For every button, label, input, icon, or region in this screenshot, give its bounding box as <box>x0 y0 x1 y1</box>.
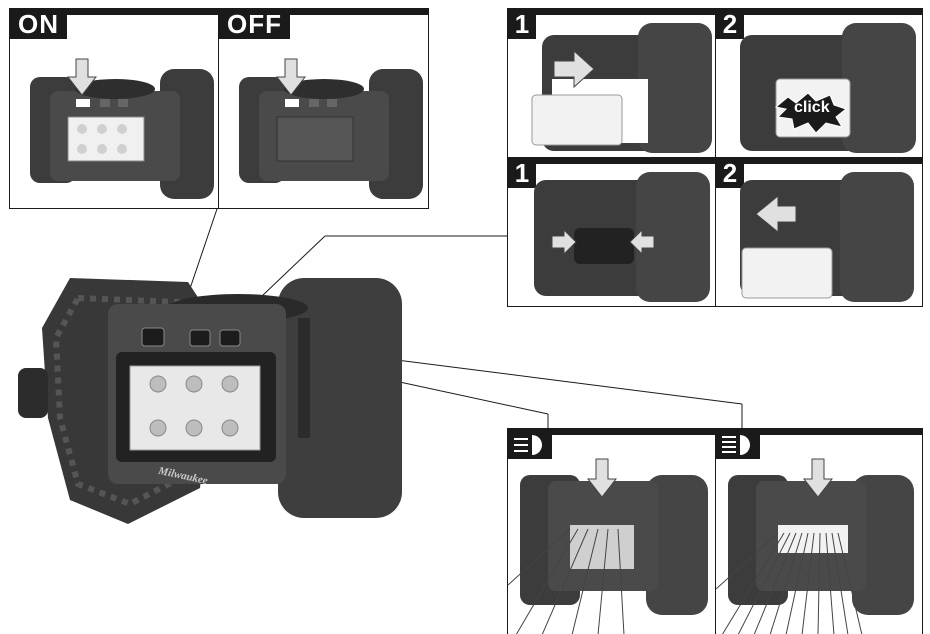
headlight-low-icon <box>508 429 552 459</box>
step-number: 2 <box>716 158 744 188</box>
on-label: ON <box>10 9 67 39</box>
battery-click-illustration <box>740 23 916 153</box>
click-label: click <box>794 99 830 116</box>
press-release-illustration <box>534 172 710 302</box>
battery-insert-step2-panel: 2 click <box>715 8 923 158</box>
high-mode-illustration <box>716 458 914 634</box>
low-mode-illustration <box>508 458 708 634</box>
low-mode-panel <box>507 428 717 634</box>
step-number: 1 <box>508 9 536 39</box>
battery-slide-in-illustration <box>531 23 712 153</box>
light-on-illustration <box>30 58 214 199</box>
off-panel: OFF <box>218 8 429 209</box>
step-number: 2 <box>716 9 744 39</box>
battery-slide-out-illustration <box>740 172 914 302</box>
on-panel: ON <box>9 8 220 209</box>
battery-insert-step1-panel: 1 <box>507 8 717 158</box>
step-number: 1 <box>508 158 536 188</box>
work-light-illustration <box>18 278 402 524</box>
headlight-high-icon <box>716 429 760 459</box>
battery-remove-step2-panel: 2 <box>715 157 923 307</box>
battery-remove-step1-panel: 1 <box>507 157 717 307</box>
high-mode-panel <box>715 428 923 634</box>
off-label: OFF <box>219 9 290 39</box>
light-off-illustration <box>239 58 423 199</box>
